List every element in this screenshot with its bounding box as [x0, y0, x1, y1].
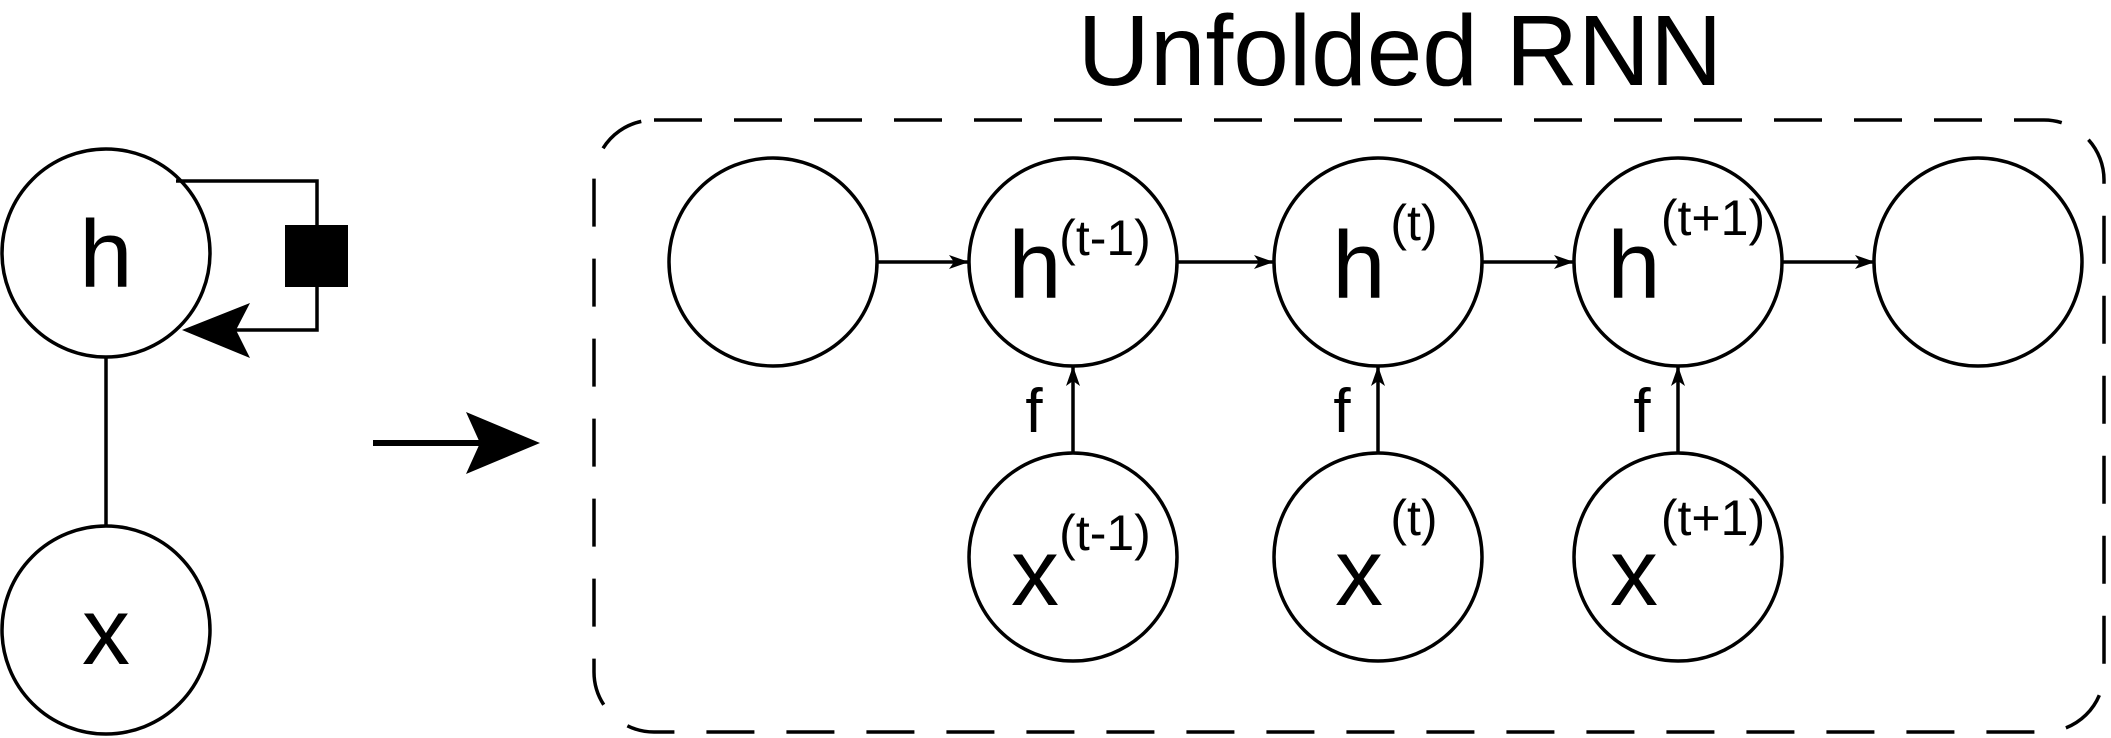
hidden-node-4 [1872, 156, 2084, 368]
delay-block [285, 225, 348, 287]
input-sup-0: (t-1) [1059, 505, 1151, 561]
input-sup-1: (t) [1390, 490, 1437, 546]
hidden-sup-2: (t) [1390, 195, 1437, 251]
folded-hidden-node [0, 147, 212, 359]
hidden-label-2: h [1332, 212, 1385, 319]
hidden-sup-3: (t+1) [1661, 190, 1765, 246]
folded-input-node [0, 524, 212, 736]
diagram-title: Unfolded RNN [1078, 0, 1723, 107]
hidden-node-3 [1572, 156, 1784, 368]
hidden-label-3: h [1607, 212, 1660, 319]
edge-label-f-1: f [1333, 377, 1351, 446]
recurrent-arrowhead [182, 303, 250, 358]
hidden-node-2 [1272, 156, 1484, 368]
hidden-label-1: h [1008, 212, 1061, 319]
folded-rnn: h x [0, 147, 348, 736]
input-node-0 [967, 451, 1179, 663]
input-sup-2: (t+1) [1661, 490, 1765, 546]
hidden-node-1 [967, 156, 1179, 368]
input-label-0: x [1011, 519, 1059, 626]
input-label-1: x [1335, 519, 1383, 626]
edge-label-f-0: f [1025, 377, 1043, 446]
input-node-2 [1572, 451, 1784, 663]
hidden-sup-1: (t-1) [1059, 210, 1151, 266]
unfolded-rnn: h (t-1) h (t) h (t+1) x (t-1) x (t) x (t… [592, 118, 2106, 734]
hidden-node-0 [667, 156, 879, 368]
input-node-1 [1272, 451, 1484, 663]
input-label-2: x [1610, 519, 1658, 626]
edge-label-f-2: f [1633, 377, 1651, 446]
unfold-arrow [373, 412, 540, 474]
folded-input-label: x [82, 578, 130, 685]
folded-hidden-label: h [79, 201, 132, 308]
unfolded-frame [592, 118, 2106, 734]
